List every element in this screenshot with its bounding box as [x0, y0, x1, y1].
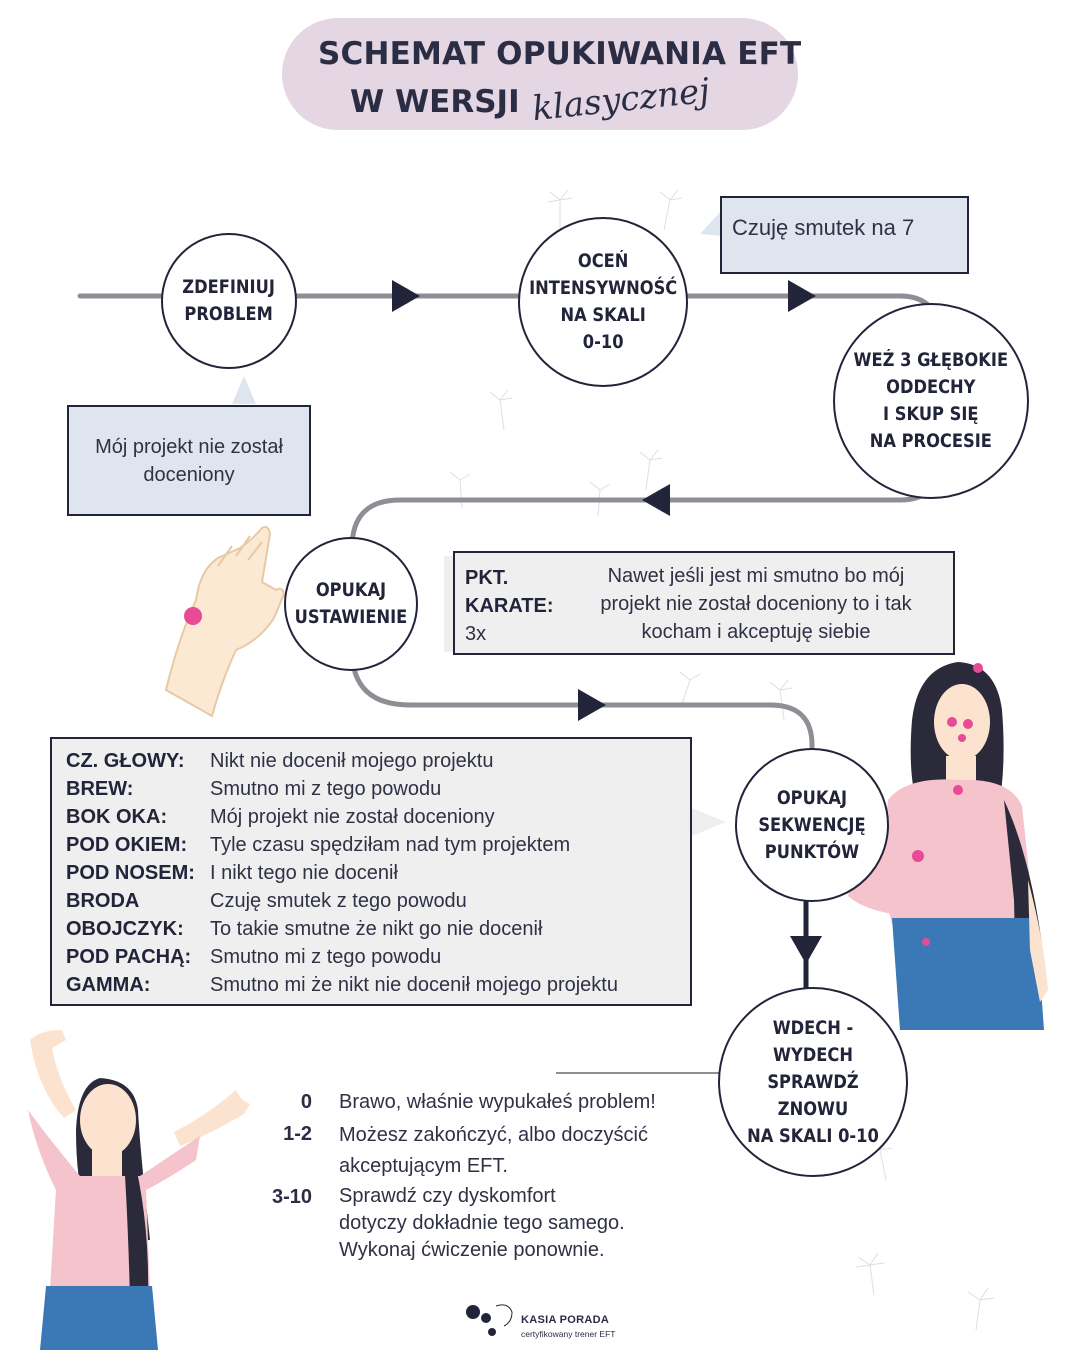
scale-result-text: Możesz zakończyć, albo doczyścić akceptu…	[339, 1124, 649, 1177]
sequence-point: OBOJCZYK:	[66, 918, 184, 940]
setup-callout: PKT. KARATE: 3x Nawet jeśli jest mi smut…	[453, 551, 955, 655]
setup-point-label: PKT. KARATE:	[465, 567, 554, 617]
arrow-left-icon	[642, 484, 670, 516]
step-rate-intensity: OCEŃ INTENSYWNOŚĆ NA SKALI 0-10	[518, 217, 688, 387]
intensity-callout-text: Czuję smutek na 7	[732, 215, 915, 240]
arrow-right-icon	[392, 280, 420, 312]
intensity-callout: Czuję smutek na 7	[720, 196, 969, 274]
dandelion-decoration	[449, 189, 995, 1331]
step-rate-intensity-label: OCEŃ INTENSYWNOŚĆ NA SKALI 0-10	[528, 251, 678, 353]
callout-pointer	[700, 210, 722, 236]
karate-point-dot	[184, 607, 202, 625]
problem-callout-text: Mój projekt nie został doceniony	[95, 436, 283, 486]
step-define-problem: ZDEFINIUJ PROBLEM	[161, 233, 297, 369]
woman-celebrating-illustration	[28, 1030, 250, 1350]
step-recheck: WDECH - WYDECH SPRAWDŹ ZNOWU NA SKALI 0-…	[718, 987, 908, 1177]
author-subtitle: certyfikowany trener EFT	[521, 1329, 616, 1339]
sequence-phrase: Czuję smutek z tego powodu	[210, 890, 467, 912]
author-name: KASIA PORADA	[521, 1314, 610, 1326]
sequence-phrase: To takie smutne że nikt go nie docenił	[210, 918, 543, 940]
sequence-point: GAMMA:	[66, 974, 151, 996]
callout-pointer	[232, 376, 256, 404]
title-line-1: SCHEMAT OPUKIWANIA EFT	[318, 36, 802, 72]
sequence-point: BRODA	[66, 890, 140, 912]
step-tap-setup-label: OPUKAJ USTAWIENIE	[294, 580, 408, 628]
sequence-point: CZ. GŁOWY:	[66, 750, 185, 772]
callout-pointer	[692, 808, 726, 836]
sequence-table: CZ. GŁOWY: Nikt nie docenił mojego proje…	[50, 737, 692, 1006]
problem-callout: Mój projekt nie został doceniony	[67, 405, 311, 516]
sequence-phrase: Tyle czasu spędziłam nad tym projektem	[210, 834, 571, 856]
sequence-phrase: Smutno mi że nikt nie docenił mojego pro…	[210, 974, 618, 996]
sequence-point: BOK OKA:	[66, 806, 168, 828]
step-breathe: WEŹ 3 GŁĘBOKIE ODDECHY I SKUP SIĘ NA PRO…	[833, 303, 1029, 499]
scale-range: 0	[300, 1091, 312, 1113]
scale-range: 3-10	[271, 1186, 312, 1208]
sequence-phrase: I nikt tego nie docenił	[210, 862, 398, 884]
logo-icon	[466, 1304, 513, 1336]
scale-result-text: Brawo, właśnie wypukałeś problem!	[339, 1091, 656, 1113]
setup-phrase: Nawet jeśli jest mi smutno bo mój projek…	[600, 565, 912, 643]
sequence-phrase: Mój projekt nie został doceniony	[210, 806, 495, 828]
step-define-problem-label: ZDEFINIUJ PROBLEM	[182, 277, 276, 325]
sequence-phrase: Smutno mi z tego powodu	[210, 946, 442, 968]
scale-result-text: Sprawdź czy dyskomfort dotyczy dokładnie…	[339, 1185, 625, 1261]
step-breathe-label: WEŹ 3 GŁĘBOKIE ODDECHY I SKUP SIĘ NA PRO…	[853, 350, 1009, 452]
sequence-point: POD OKIEM:	[66, 834, 188, 856]
woman-tapping-illustration	[848, 662, 1048, 1030]
step-tap-sequence: OPUKAJ SEKWENCJĘ PUNKTÓW	[735, 748, 889, 902]
title-line-2: W WERSJI	[350, 84, 520, 120]
sequence-point: POD NOSEM:	[66, 862, 195, 884]
step-tap-sequence-label: OPUKAJ SEKWENCJĘ PUNKTÓW	[758, 787, 866, 863]
setup-reps: 3x	[465, 623, 487, 645]
sequence-point: BREW:	[66, 778, 134, 800]
scale-range: 1-2	[283, 1123, 312, 1145]
sequence-point: POD PACHĄ:	[66, 946, 192, 968]
step-tap-setup: OPUKAJ USTAWIENIE	[284, 537, 418, 671]
step-recheck-label: WDECH - WYDECH SPRAWDŹ ZNOWU NA SKALI 0-…	[747, 1017, 879, 1147]
hand-illustration	[164, 525, 286, 718]
sequence-phrase: Smutno mi z tego powodu	[210, 778, 442, 800]
arrow-down-icon	[790, 936, 822, 964]
arrow-right-icon	[578, 689, 606, 721]
title-banner	[282, 18, 798, 130]
arrow-right-icon	[788, 280, 816, 312]
sequence-phrase: Nikt nie docenił mojego projektu	[210, 750, 494, 772]
